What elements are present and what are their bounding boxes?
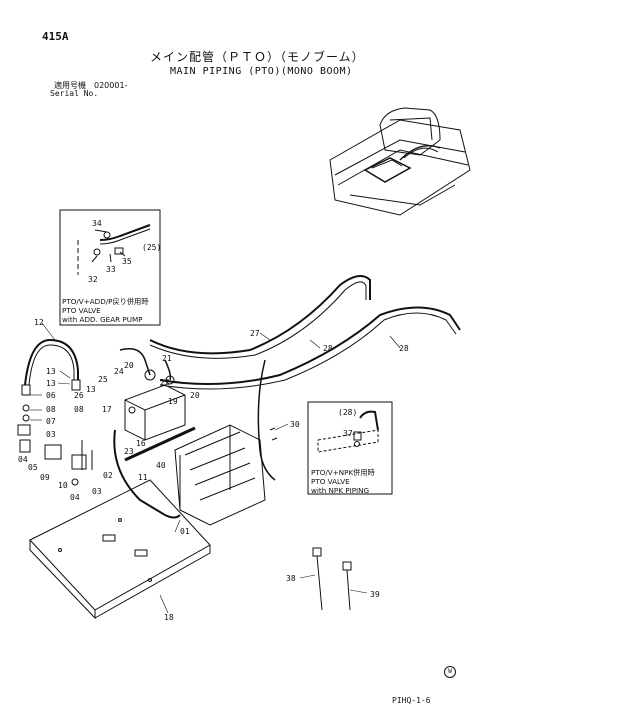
callout-22: 22	[160, 378, 170, 387]
callout-02: 02	[103, 471, 113, 480]
callout-30: 30	[290, 420, 300, 429]
callout-40: 40	[156, 461, 166, 470]
footer-code: PIHQ-1-6	[392, 696, 431, 705]
callout-05: 05	[28, 463, 38, 472]
callout-28b: 28	[399, 344, 409, 353]
title-english: MAIN PIPING (PTO)(MONO BOOM)	[170, 66, 353, 77]
callout-20a: 20	[124, 361, 134, 370]
mounting-plate	[29, 479, 211, 620]
inset-top-note-2: PTO VALVE	[62, 306, 101, 315]
serial-number-label: Serial No.	[50, 89, 99, 98]
bolts-38-39	[312, 547, 352, 611]
hose-12	[21, 338, 81, 396]
page-number: 415A	[42, 30, 69, 43]
callout-labels: 34 (25) 35 33 32 PTO/V+ADD/P戻り併用時 PTO VA…	[18, 219, 409, 622]
inset-add-gear-pump	[59, 209, 161, 326]
callout-09: 09	[40, 473, 50, 482]
title-japanese: メイン配管（ＰＴＯ）（モノブーム）	[150, 50, 365, 64]
callout-28-ref: (28)	[338, 408, 357, 417]
excavator-overview	[329, 107, 471, 216]
callout-07: 07	[46, 417, 56, 426]
pto-valve-block	[119, 348, 186, 441]
callout-39: 39	[370, 590, 380, 599]
hose-27-28	[149, 275, 461, 481]
callout-13c: 13	[86, 385, 96, 394]
callout-37: 37	[343, 429, 353, 438]
left-fittings	[17, 404, 93, 486]
copyright-mark-icon: W	[444, 666, 456, 678]
callout-01: 01	[180, 527, 190, 536]
callout-38: 38	[286, 574, 296, 583]
callout-17: 17	[102, 405, 112, 414]
callout-08b: 08	[74, 405, 84, 414]
inset-top-note-3: with ADD. GEAR PUMP	[62, 315, 143, 324]
callout-04b: 04	[70, 493, 80, 502]
inset-right-note-jp: PTO/V+NPK併用時	[311, 468, 375, 477]
callout-06: 06	[46, 391, 56, 400]
pipe-40	[124, 426, 196, 462]
callout-33: 33	[106, 265, 116, 274]
callout-23: 23	[124, 447, 134, 456]
inset-right-note-3: with NPK PIPING	[311, 486, 369, 495]
callout-24: 24	[114, 367, 124, 376]
callout-10: 10	[58, 481, 68, 490]
callout-08a: 08	[46, 405, 56, 414]
callout-20b: 20	[190, 391, 200, 400]
callout-34: 34	[92, 219, 102, 228]
callout-16: 16	[136, 439, 146, 448]
callout-25-ref: (25)	[142, 243, 161, 252]
callout-25: 25	[98, 375, 108, 384]
callout-03b: 03	[92, 487, 102, 496]
callout-21: 21	[162, 354, 172, 363]
callout-11: 11	[138, 473, 148, 482]
callout-26: 26	[74, 391, 84, 400]
callout-19: 19	[168, 397, 178, 406]
inset-top-note-jp: PTO/V+ADD/P戻り併用時	[62, 297, 148, 306]
callout-27: 27	[250, 329, 260, 338]
leader-lines	[30, 322, 401, 614]
callout-12: 12	[34, 318, 44, 327]
callout-35: 35	[122, 257, 132, 266]
callout-13a: 13	[46, 367, 56, 376]
hose-11	[113, 429, 181, 519]
inset-npk-piping	[307, 401, 393, 495]
callout-28a: 28	[323, 344, 333, 353]
control-valve-body	[174, 424, 266, 526]
serial-number-japanese: 適用号機 020001-	[54, 81, 128, 90]
callout-32: 32	[88, 275, 98, 284]
callout-03a: 03	[46, 430, 56, 439]
inset-right-note-2: PTO VALVE	[311, 477, 350, 486]
callout-18: 18	[164, 613, 174, 622]
callout-04a: 04	[18, 455, 28, 464]
callout-13b: 13	[46, 379, 56, 388]
